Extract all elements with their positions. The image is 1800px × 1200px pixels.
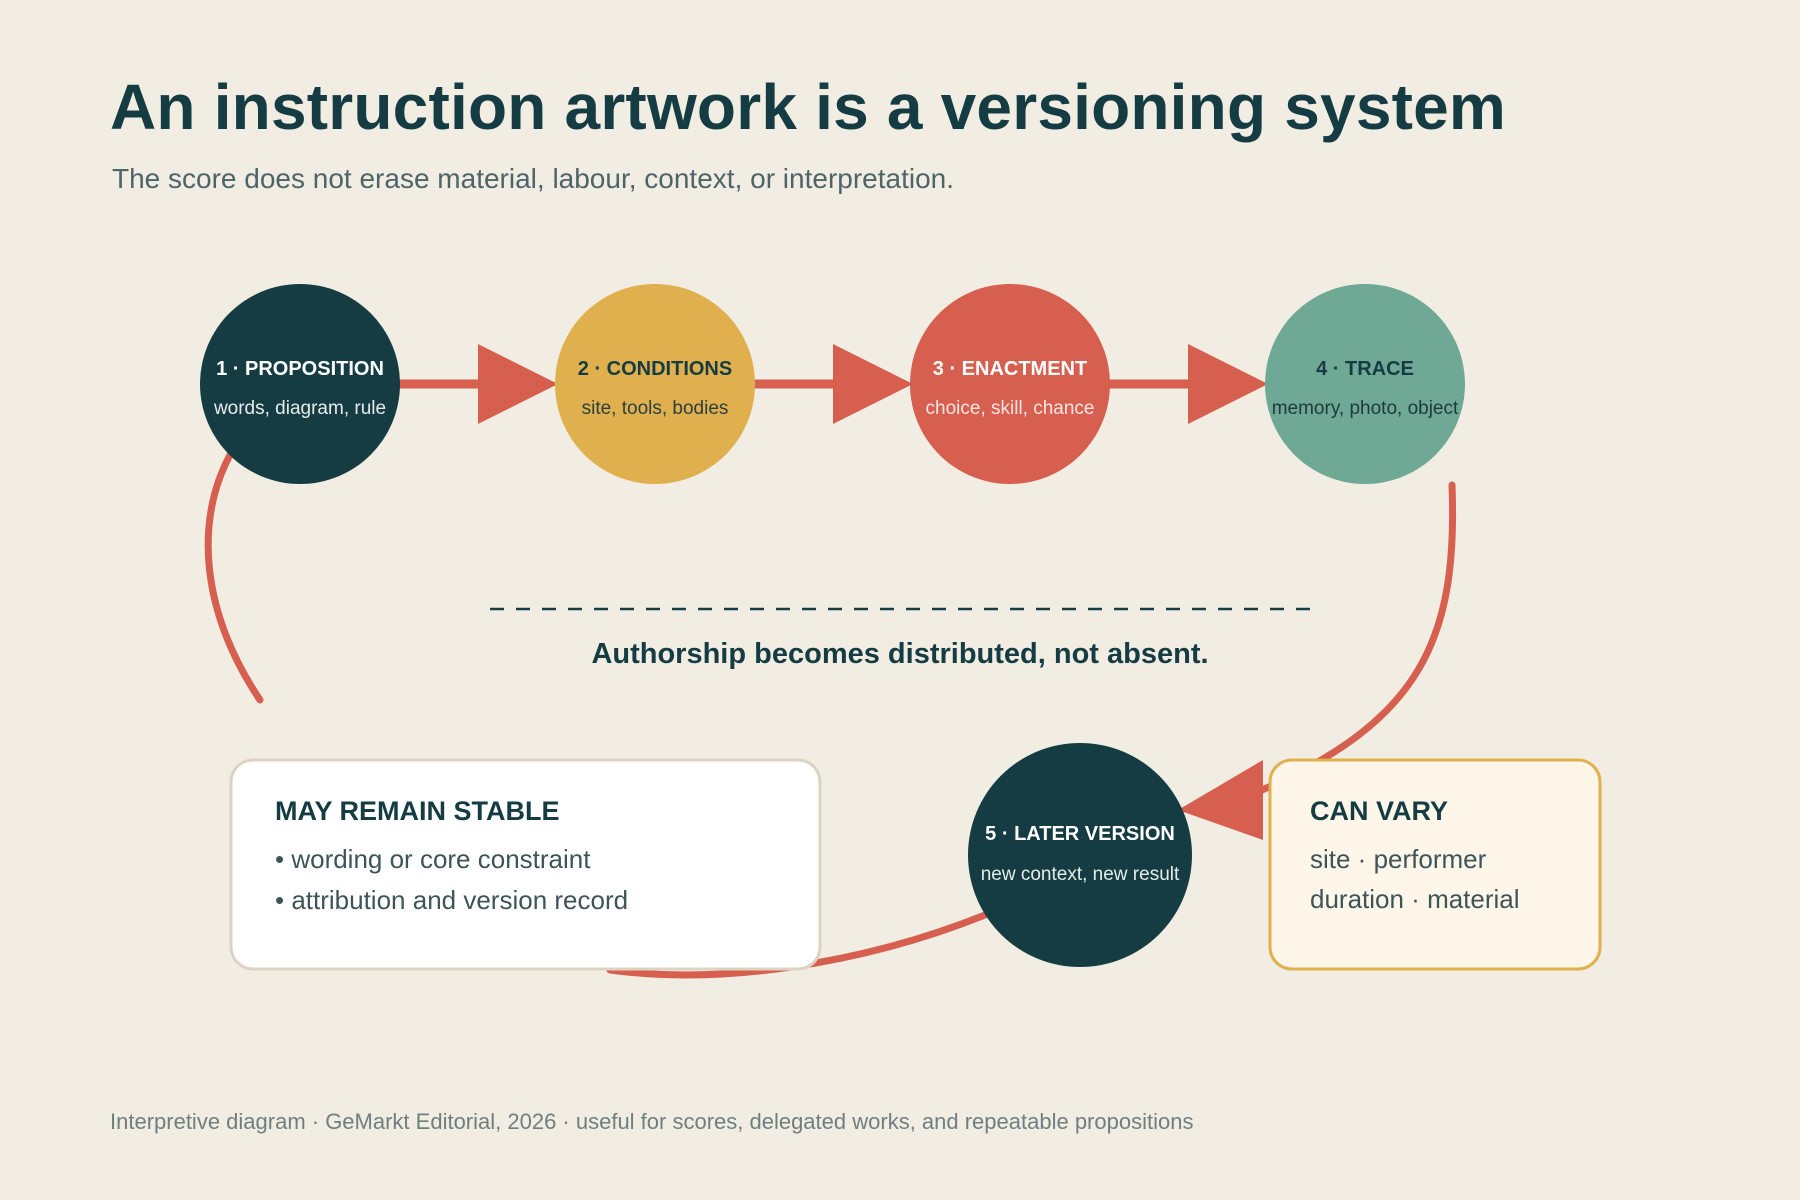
loop-curve-trace-to-later <box>1258 481 1457 794</box>
stable-box-item: • wording or core constraint <box>275 844 591 874</box>
node-label: 1 · PROPOSITION <box>216 358 384 380</box>
node-circle <box>968 743 1192 967</box>
node-circle <box>1265 284 1465 484</box>
node-sublabel: new context, new result <box>981 864 1180 885</box>
node-label: 2 · CONDITIONS <box>578 358 732 380</box>
vary-box-item: site · performer <box>1310 844 1487 874</box>
node-conditions: 2 · CONDITIONS site, tools, bodies <box>555 284 755 484</box>
page-title: An instruction artwork is a versioning s… <box>110 71 1507 143</box>
vary-box <box>1268 758 1602 971</box>
arrowhead-3-4 <box>1188 344 1268 424</box>
loop-curve-stable-to-proposition <box>204 451 264 704</box>
node-sublabel: site, tools, bodies <box>582 398 729 419</box>
node-proposition: 1 · PROPOSITION words, diagram, rule <box>200 284 400 484</box>
node-circle <box>200 284 400 484</box>
arrowhead-1-2 <box>478 344 558 424</box>
arrowhead-2-3 <box>833 344 913 424</box>
node-label: 3 · ENACTMENT <box>933 358 1087 380</box>
node-label: 5 · LATER VERSION <box>985 823 1175 845</box>
footer-credit: Interpretive diagram · GeMarkt Editorial… <box>110 1109 1194 1134</box>
node-trace: 4 · TRACE memory, photo, object <box>1265 284 1465 484</box>
node-sublabel: memory, photo, object <box>1272 398 1459 419</box>
vary-box-item: duration · material <box>1310 884 1520 914</box>
node-sublabel: choice, skill, chance <box>926 398 1095 419</box>
arrowhead-to-later-version <box>1178 760 1263 840</box>
node-enactment: 3 · ENACTMENT choice, skill, chance <box>910 284 1110 484</box>
node-later-version: 5 · LATER VERSION new context, new resul… <box>968 743 1192 967</box>
node-circle <box>555 284 755 484</box>
stable-box-title: MAY REMAIN STABLE <box>275 796 560 826</box>
stable-box <box>229 758 822 971</box>
page-subtitle: The score does not erase material, labou… <box>112 163 955 194</box>
stable-box-item: • attribution and version record <box>275 885 628 915</box>
vary-box-title: CAN VARY <box>1310 796 1448 826</box>
node-label: 4 · TRACE <box>1316 358 1414 380</box>
node-circle <box>910 284 1110 484</box>
node-sublabel: words, diagram, rule <box>213 398 386 419</box>
authorship-note: Authorship becomes distributed, not abse… <box>591 638 1208 670</box>
